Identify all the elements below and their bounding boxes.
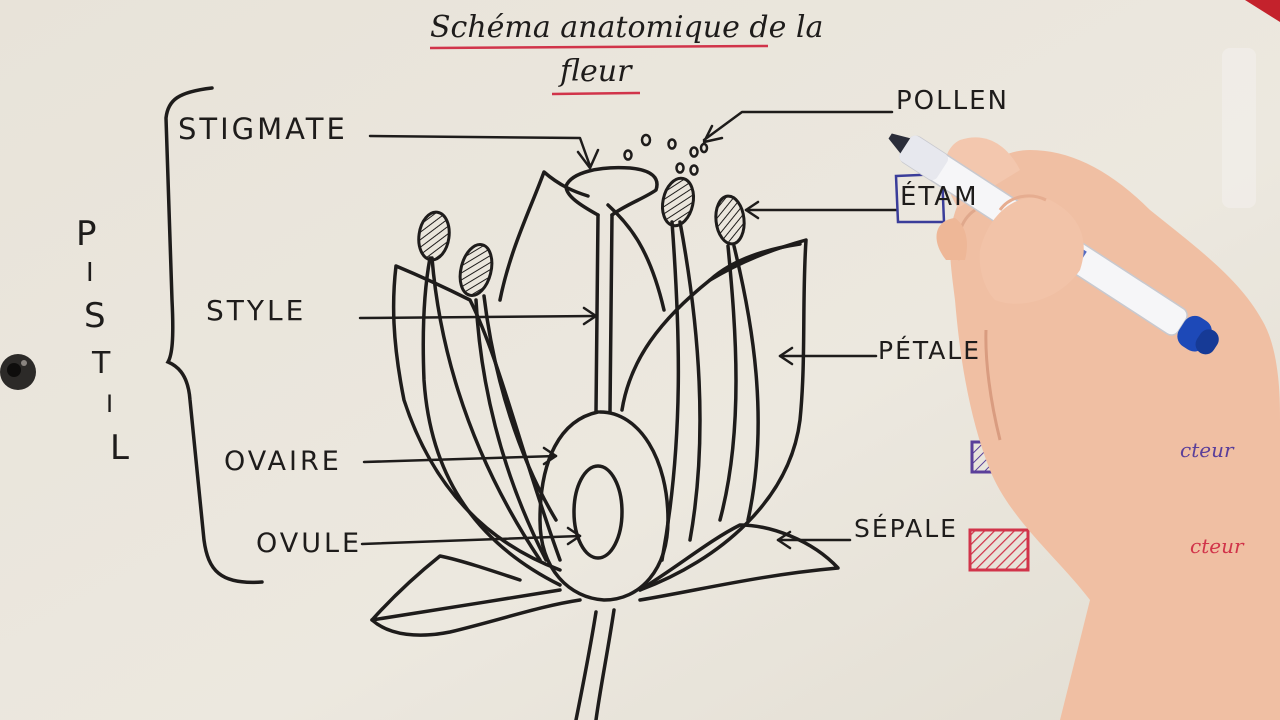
page-subtitle: fleur <box>560 54 632 89</box>
label-petale: PÉTALE <box>878 336 982 365</box>
pistil-letter-6: L <box>110 428 129 468</box>
pistil-letter-2: I <box>86 258 94 288</box>
label-arrows <box>358 110 898 550</box>
label-ovule: OVULE <box>256 528 363 559</box>
hand-with-marker <box>888 133 1280 720</box>
legend-item-1-text: cteur <box>1180 438 1234 462</box>
pistil-letter-3: S <box>84 296 106 336</box>
anthers <box>417 176 746 297</box>
subtitle-underline <box>551 91 641 96</box>
corner-mark <box>1245 0 1280 22</box>
label-style: STYLE <box>206 294 307 327</box>
flower-drawing <box>370 165 840 720</box>
label-stigmate: STIGMATE <box>178 112 348 146</box>
legend-item-2-text: cteur <box>1190 534 1244 558</box>
pistil-letter-1: P <box>76 214 97 254</box>
legend-swatch-red <box>968 528 1030 572</box>
label-pollen: POLLEN <box>896 86 1009 116</box>
pollen-grains <box>623 133 709 176</box>
board-sticker <box>1222 48 1256 208</box>
label-sepale: SÉPALE <box>854 514 958 543</box>
title-underline <box>429 44 769 50</box>
pistil-brace <box>164 86 264 585</box>
pistil-letter-5: I <box>106 390 114 418</box>
pistil-letter-4: T <box>92 346 111 381</box>
page-title: Schéma anatomique de la <box>430 10 824 45</box>
label-etamine: ÉTAM <box>900 182 979 212</box>
label-ovaire: OVAIRE <box>224 446 342 477</box>
